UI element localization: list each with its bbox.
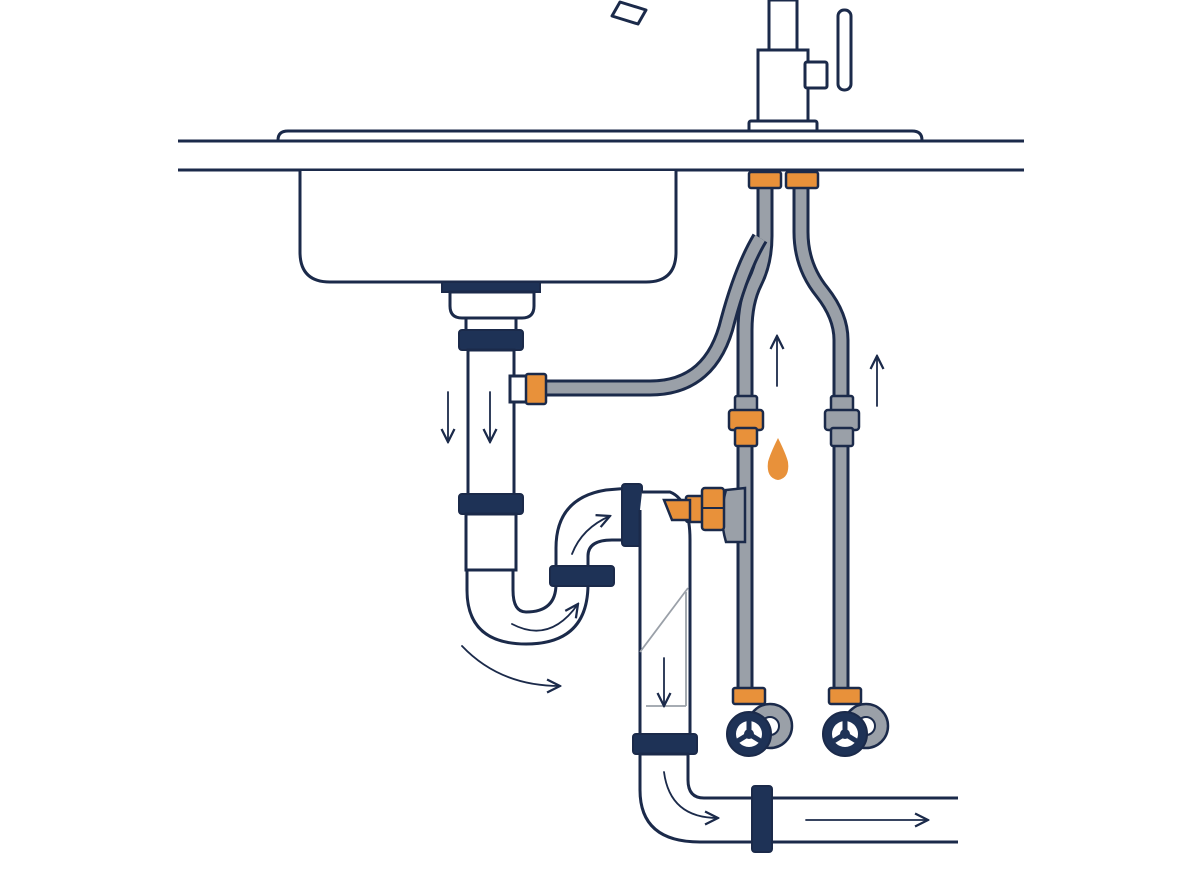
faucet-neck [767, 0, 799, 54]
compression-fitting-hot [727, 394, 765, 448]
countertop [178, 129, 1024, 172]
curved-arrow-icon [461, 645, 560, 686]
tailpiece-pipe [466, 348, 516, 498]
wall-pipe-coupling [751, 785, 773, 853]
shutoff-valve-cold [822, 686, 890, 757]
faucet-body [756, 48, 810, 126]
faucet-handle-collar [803, 60, 829, 90]
flow-arrows [448, 336, 928, 820]
wall-drain-pipe [638, 752, 958, 853]
tee-fitting [662, 486, 747, 544]
faucet [610, 0, 853, 134]
faucet-handle [836, 8, 853, 92]
shutoff-valve-hot [726, 686, 794, 757]
trap-arm [638, 490, 692, 742]
supply-lines [544, 188, 850, 700]
hose-inlet-nut [524, 372, 548, 406]
compression-fitting-cold [823, 394, 861, 448]
faucet-spout-tip [610, 0, 648, 26]
sink-basin [298, 171, 678, 284]
drain-elbow-nut [632, 733, 698, 755]
p-trap-j-arm [554, 486, 632, 570]
trap-slip-nut [549, 565, 615, 587]
drain-tailpiece [441, 281, 548, 572]
slip-nut-lower [458, 493, 524, 515]
slip-nut-upper [458, 329, 524, 351]
water-drop-icon [767, 438, 789, 480]
curved-arrow-icon [663, 771, 718, 818]
curved-arrow-icon [571, 516, 610, 555]
supply-fitting-hot-top [747, 170, 783, 190]
supply-fitting-cold-top [784, 170, 820, 190]
curved-arrow-icon [511, 604, 578, 632]
